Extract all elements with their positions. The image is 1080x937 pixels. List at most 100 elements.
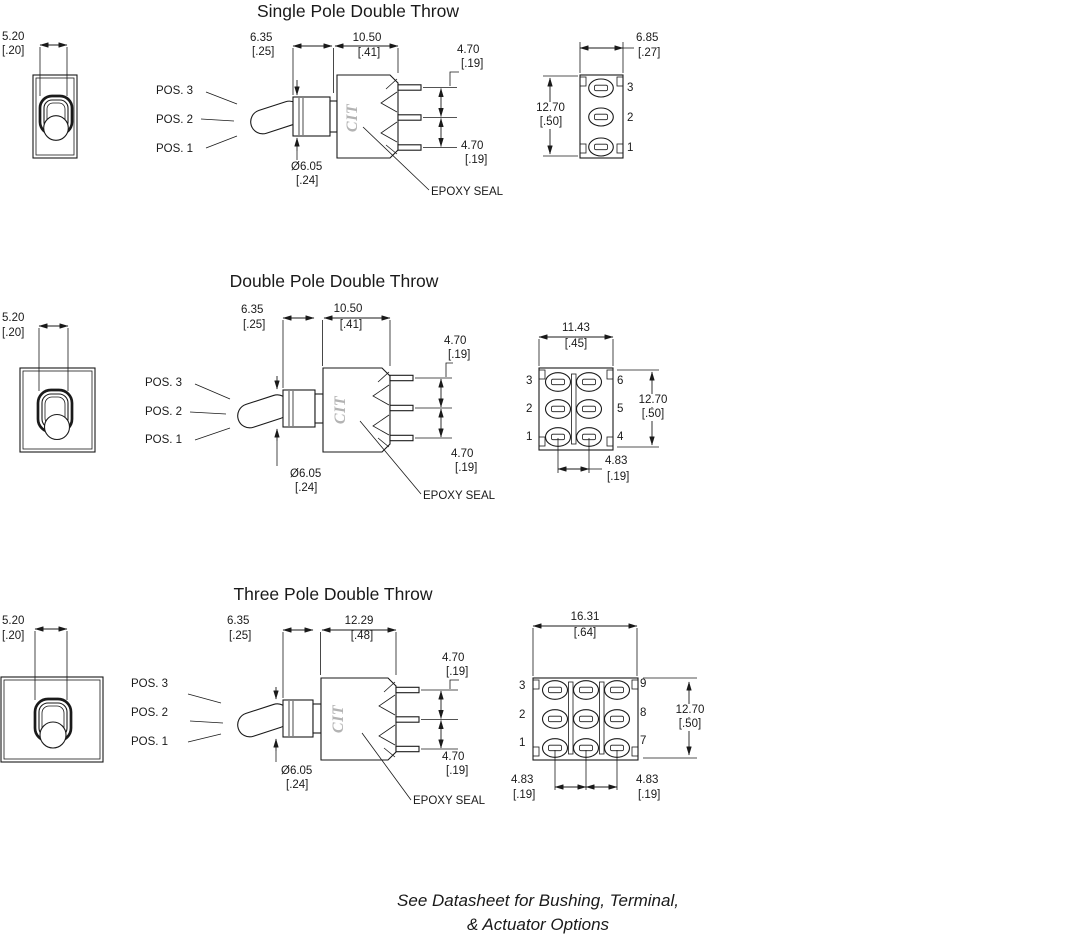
spdt-bushing-length-mm: 6.35 bbox=[250, 32, 273, 44]
dpdt-epoxy-seal-label: EPOXY SEAL bbox=[423, 490, 496, 502]
dpdt-col-pitch-mm: 4.83 bbox=[605, 455, 628, 467]
spdt-side-view: CIT bbox=[250, 74, 422, 159]
dpdt-title: Double Pole Double Throw bbox=[229, 271, 439, 291]
tpdt-terminal-3-label: 3 bbox=[519, 680, 526, 692]
spdt-panel-cutout-in: [.20] bbox=[2, 45, 25, 57]
dpdt-body-length-mm: 10.50 bbox=[333, 303, 363, 315]
tpdt-pos3-label: POS. 3 bbox=[131, 678, 169, 690]
spdt-pos2-label: POS. 2 bbox=[156, 114, 194, 126]
dpdt-terminal-3-label: 3 bbox=[526, 375, 533, 387]
tpdt-bottom-view bbox=[532, 677, 639, 761]
tpdt-bv-height-in: [.50] bbox=[675, 718, 705, 731]
dpdt-bv-height-mm: 12.70 bbox=[635, 394, 671, 407]
dpdt-bv-width-mm: 11.43 bbox=[562, 322, 590, 334]
dpdt-bushing-length-mm: 6.35 bbox=[241, 304, 264, 316]
dpdt-terminal-2-label: 2 bbox=[526, 403, 533, 415]
spdt-toggle-dia-in: [.24] bbox=[296, 175, 319, 187]
dpdt-bottom-view bbox=[538, 367, 614, 451]
spdt-bottom-view bbox=[579, 74, 624, 159]
dpdt-epoxy-leader-line bbox=[359, 420, 422, 495]
spdt-bushing-length-in: [.25] bbox=[252, 46, 275, 58]
dpdt-panel-cutout-mm: 5.20 bbox=[2, 312, 25, 324]
tpdt-pos-leader-lines bbox=[187, 693, 224, 743]
spdt-pos-leader-lines bbox=[200, 91, 238, 149]
dpdt-pitch-upper-mm: 4.70 bbox=[444, 335, 467, 347]
tpdt-bv-height-mm: 12.70 bbox=[672, 704, 708, 717]
spdt-pitch-lower-in: [.19] bbox=[465, 154, 488, 166]
spdt-toggle-dia-mm: Ø6.05 bbox=[291, 161, 323, 173]
spdt-epoxy-seal-label: EPOXY SEAL bbox=[431, 186, 504, 198]
dpdt-pos-leader-lines bbox=[189, 383, 231, 441]
spdt-body-length-in: [.41] bbox=[357, 47, 381, 59]
footer-note-line1: See Datasheet for Bushing, Terminal, bbox=[397, 891, 679, 910]
tpdt-bv-width-in: [.64] bbox=[573, 627, 597, 639]
dpdt-toggle-dia-in: [.24] bbox=[295, 482, 318, 494]
spdt-pitch-lower-mm: 4.70 bbox=[461, 140, 484, 152]
tpdt-terminal-1-label: 1 bbox=[519, 737, 526, 749]
tpdt-bushing-length-mm: 6.35 bbox=[227, 615, 250, 627]
spdt-terminal-pitch-dim bbox=[423, 71, 459, 148]
dpdt-bottom-view-dims bbox=[538, 334, 659, 473]
dpdt-col-pitch-in: [.19] bbox=[607, 471, 630, 483]
spdt-bv-height-in: [.50] bbox=[536, 116, 566, 129]
tpdt-body-length-in: [.48] bbox=[350, 630, 374, 642]
dpdt-pitch-lower-in: [.19] bbox=[455, 462, 478, 474]
tpdt-terminal-8-label: 8 bbox=[640, 707, 647, 719]
spdt-panel-cutout-mm: 5.20 bbox=[2, 31, 25, 43]
spdt-panel-cutout-dim bbox=[39, 42, 68, 96]
tpdt-terminal-2-label: 2 bbox=[519, 709, 526, 721]
dpdt-pos1-label: POS. 1 bbox=[145, 434, 183, 446]
tpdt-pos2-label: POS. 2 bbox=[131, 707, 169, 719]
spdt-pos1-label: POS. 1 bbox=[156, 143, 194, 155]
dpdt-bushing-length-in: [.25] bbox=[243, 319, 266, 331]
tpdt-col-pitch-right-mm: 4.83 bbox=[636, 774, 659, 786]
spdt-pos3-label: POS. 3 bbox=[156, 85, 194, 97]
dpdt-panel-cutout-in: [.20] bbox=[2, 327, 25, 339]
tpdt-col-pitch-left-mm: 4.83 bbox=[511, 774, 534, 786]
tpdt-side-view: CIT bbox=[237, 677, 420, 761]
tpdt-terminal-9-label: 9 bbox=[640, 678, 647, 690]
tpdt-title: Three Pole Double Throw bbox=[233, 584, 433, 604]
spdt-epoxy-leader-line bbox=[362, 126, 430, 191]
spdt-terminal-1-label: 1 bbox=[627, 142, 634, 154]
tpdt-epoxy-seal-label: EPOXY SEAL bbox=[413, 795, 486, 807]
spdt-terminal-3-label: 3 bbox=[627, 82, 634, 94]
dpdt-bv-height-in: [.50] bbox=[638, 408, 668, 421]
dpdt-terminal-4-label: 4 bbox=[617, 431, 624, 443]
dpdt-terminal-5-label: 5 bbox=[617, 403, 624, 415]
dpdt-terminal-6-label: 6 bbox=[617, 375, 624, 387]
dpdt-side-view: CIT bbox=[237, 367, 414, 453]
tpdt-length-dims bbox=[282, 627, 397, 698]
tpdt-col-pitch-left-in: [.19] bbox=[513, 789, 536, 801]
spdt-bv-width-mm: 6.85 bbox=[636, 32, 659, 44]
dpdt-length-dims bbox=[282, 315, 391, 388]
tpdt-panel-cutout-mm: 5.20 bbox=[2, 615, 25, 627]
tpdt-panel-cutout-in: [.20] bbox=[2, 630, 25, 642]
spdt-pitch-upper-in: [.19] bbox=[461, 58, 484, 70]
spdt-title: Single Pole Double Throw bbox=[256, 1, 460, 21]
spdt-bv-width-in: [.27] bbox=[638, 47, 661, 59]
dpdt-bv-width-in: [.45] bbox=[564, 338, 588, 350]
dpdt-toggle-dia-mm: Ø6.05 bbox=[290, 468, 322, 480]
spdt-cit-logo: CIT bbox=[344, 103, 361, 132]
tpdt-pitch-lower-mm: 4.70 bbox=[442, 751, 465, 763]
tpdt-terminal-pitch-dim bbox=[421, 679, 459, 750]
spdt-bv-height-mm: 12.70 bbox=[533, 102, 568, 115]
spdt-length-dims bbox=[292, 43, 399, 95]
tpdt-epoxy-leader-line bbox=[361, 732, 412, 801]
spdt-front-view bbox=[32, 74, 78, 159]
tpdt-toggle-dia-mm: Ø6.05 bbox=[281, 765, 313, 777]
tpdt-toggle-dia-in: [.24] bbox=[286, 779, 309, 791]
tpdt-pitch-upper-in: [.19] bbox=[446, 666, 469, 678]
dpdt-pos3-label: POS. 3 bbox=[145, 377, 183, 389]
tpdt-pitch-upper-mm: 4.70 bbox=[442, 652, 465, 664]
dpdt-body-length-in: [.41] bbox=[339, 319, 363, 331]
dpdt-pitch-lower-mm: 4.70 bbox=[451, 448, 474, 460]
tpdt-front-view bbox=[0, 676, 104, 763]
spdt-pitch-upper-mm: 4.70 bbox=[457, 44, 480, 56]
tpdt-terminal-7-label: 7 bbox=[640, 735, 647, 747]
spdt-body-length-mm: 10.50 bbox=[352, 32, 382, 44]
tpdt-pitch-lower-in: [.19] bbox=[446, 765, 469, 777]
